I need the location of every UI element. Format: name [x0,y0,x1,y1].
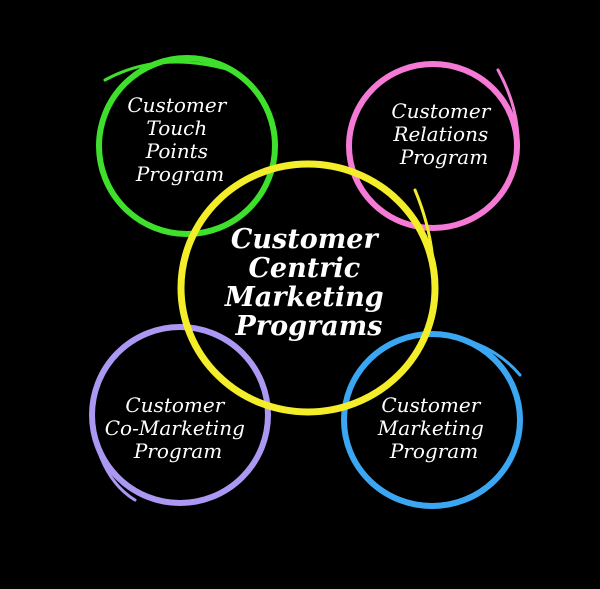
node-marketing: Customer Marketing Program [341,331,523,509]
purple-ring [89,324,271,506]
green-ring-stroke-tail [103,60,232,82]
node-co-marketing-label: Customer Co-Marketing Program [105,393,252,463]
node-relations: Customer Relations Program [346,61,520,231]
node-touch-points-label: Customer Touch Points Program [127,93,232,186]
pink-ring-stroke-tail [496,68,520,152]
node-co-marketing: Customer Co-Marketing Program [89,324,271,506]
purple-ring-stroke-tail [96,448,137,502]
blue-ring [341,331,523,509]
green-ring [96,55,278,237]
node-touch-points: Customer Touch Points Program [96,55,278,237]
center-node-label: Customer Centric Marketing Programs [224,224,393,342]
center-node: Customer Centric Marketing Programs [177,160,439,416]
yellow-ring-stroke-tail [413,188,436,312]
blue-ring-stroke-tail [438,333,522,377]
node-relations-label: Customer Relations Program [391,99,496,169]
node-marketing-label: Customer Marketing Program [377,393,490,463]
